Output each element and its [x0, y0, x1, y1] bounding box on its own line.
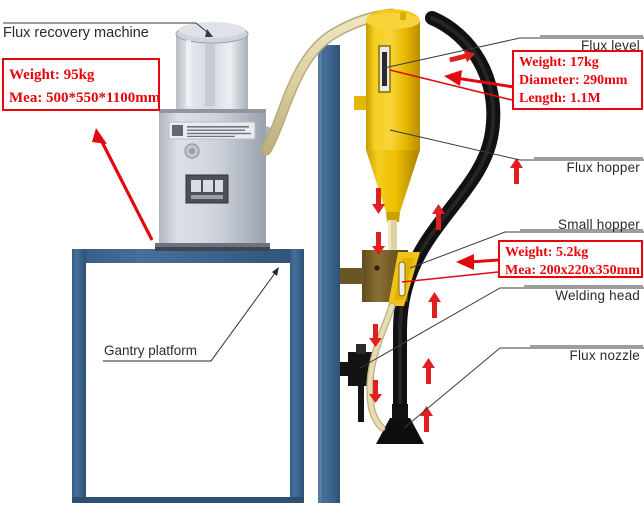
- flux-recovery-machine: [155, 22, 274, 251]
- flux-hopper: [354, 9, 420, 252]
- callout-pointer-recovery: [92, 128, 154, 241]
- callout-line: Diameter: 290mm: [519, 72, 628, 88]
- callout-pointer-small-hopper: [456, 254, 499, 270]
- leader-line-gantry-platform: [103, 267, 279, 362]
- gantry-platform: [72, 249, 304, 503]
- callout-line: Weight: 5.2kg: [505, 245, 589, 260]
- leader-line-recovery-machine: [3, 22, 213, 37]
- callout-line-small-hopper: [401, 271, 499, 283]
- small-hopper: [340, 250, 420, 306]
- callout-line: Weight: 17kg: [519, 55, 599, 70]
- callout-pointer-flux-hopper: [444, 70, 521, 90]
- callout-line: Length: 1.1M: [519, 90, 601, 106]
- arrow-down: [369, 188, 385, 403]
- label-flux-recovery-machine: Flux recovery machine: [3, 25, 149, 41]
- label-welding-head: Welding head: [555, 288, 640, 303]
- callout-line-flux-level: [389, 69, 513, 101]
- leader-lines: [359, 35, 644, 429]
- callout-line: Mea: 500*550*1100mm: [9, 89, 161, 106]
- label-flux-nozzle: Flux nozzle: [569, 348, 640, 363]
- label-flux-hopper: Flux hopper: [566, 160, 640, 175]
- label-flux-level: Flux level: [580, 38, 640, 53]
- callout-flux-hopper: Weight: 17kg Diameter: 290mm Length: 1.1…: [512, 50, 643, 110]
- callout-pointers: [92, 69, 521, 283]
- arrow-up: [420, 49, 523, 432]
- callout-small-hopper: Weight: 5.2kg Mea: 200x220x350mm: [498, 240, 643, 278]
- label-small-hopper: Small hopper: [558, 217, 640, 232]
- callout-line: Weight: 95kg: [9, 67, 95, 83]
- callout-line: Mea: 200x220x350mm: [505, 262, 640, 278]
- welding-head: [340, 302, 396, 432]
- gantry-column: [318, 45, 340, 503]
- flow-arrows: [369, 49, 523, 432]
- callout-recovery-machine: Weight: 95kg Mea: 500*550*1100mm: [2, 58, 160, 111]
- flux-nozzle: [376, 404, 424, 444]
- label-gantry-platform: Gantry platform: [104, 343, 198, 358]
